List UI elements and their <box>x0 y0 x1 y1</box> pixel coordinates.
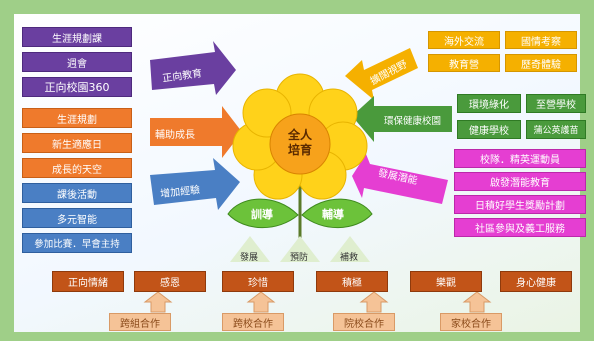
left-box-competition: 參加比賽．早會主持 <box>22 233 132 253</box>
coop-box-home-school: 家校合作 <box>440 313 502 331</box>
box-adventure: 歷奇體驗 <box>505 54 577 72</box>
band-triangle-mid <box>280 236 320 262</box>
arrow-broaden-horizon <box>345 48 418 100</box>
box-dandelion: 蒲公英護苗 <box>526 120 586 139</box>
flower-center-line2: 培育 <box>287 143 312 157</box>
box-education-camp: 教育營 <box>428 54 500 72</box>
flower-center-line1: 全人 <box>287 128 312 142</box>
value-box-cherish: 珍惜 <box>222 271 294 292</box>
box-national-study: 國情考察 <box>505 31 577 49</box>
value-box-positive-emotion: 正向情緒 <box>52 271 124 292</box>
arrow-support-growth <box>150 106 242 158</box>
box-nutrition-school: 至營學校 <box>526 94 586 113</box>
left-box-orientation-day: 新生適應日 <box>22 133 132 153</box>
stem-label-develop: 發展 <box>240 253 259 263</box>
flower-center <box>269 113 331 175</box>
band-triangle-left <box>230 236 270 262</box>
stem-label-remedy: 補救 <box>340 253 359 263</box>
arrow-eco-health <box>352 96 452 142</box>
stem-label-prevent: 預防 <box>290 253 309 263</box>
arrow-increase-experience <box>150 158 240 210</box>
box-health-school: 健康學校 <box>457 120 521 139</box>
arrow-label-eco-health: 環保健康校園 <box>384 116 442 127</box>
coop-box-institution: 院校合作 <box>333 313 395 331</box>
left-box-after-school: 課後活動 <box>22 183 132 203</box>
leaf-right <box>301 198 373 229</box>
arrow-positive-education <box>150 41 236 95</box>
value-box-proactive: 積極 <box>316 271 388 292</box>
box-community-service: 社區參與及義工服務 <box>454 218 586 237</box>
arrow-develop-potential <box>352 154 448 204</box>
value-box-gratitude: 感恩 <box>134 271 206 292</box>
left-box-multiple-intelligence: 多元智能 <box>22 208 132 228</box>
left-box-career-course: 生涯規劃課 <box>22 27 132 47</box>
box-potential-education: 啟發潛能教育 <box>454 172 586 191</box>
arrow-label-support-growth: 輔助成長 <box>155 130 195 141</box>
box-overseas-exchange: 海外交流 <box>428 31 500 49</box>
leaf-right-label: 輔導 <box>322 208 344 221</box>
left-box-positive-campus: 正向校園360 <box>22 77 132 97</box>
flower-center-text: 全人 培育 <box>270 128 330 158</box>
coop-box-cross-school: 跨校合作 <box>222 313 284 331</box>
coop-box-cross-group: 跨組合作 <box>109 313 171 331</box>
box-greening: 環境綠化 <box>457 94 521 113</box>
left-box-growth-sky: 成長的天空 <box>22 158 132 178</box>
box-good-student-award: 日積好學生獎勵計劃 <box>454 195 586 214</box>
band-triangle-right <box>330 236 370 262</box>
leaf-left <box>227 198 299 229</box>
box-school-team: 校隊．精英運動員 <box>454 149 586 168</box>
cooperation-arrows <box>143 291 492 313</box>
value-box-wellbeing: 身心健康 <box>500 271 572 292</box>
left-box-assembly: 週會 <box>22 52 132 72</box>
leaf-left-label: 訓導 <box>251 208 273 221</box>
value-box-optimism: 樂觀 <box>410 271 482 292</box>
left-box-career-planning: 生涯規劃 <box>22 108 132 128</box>
